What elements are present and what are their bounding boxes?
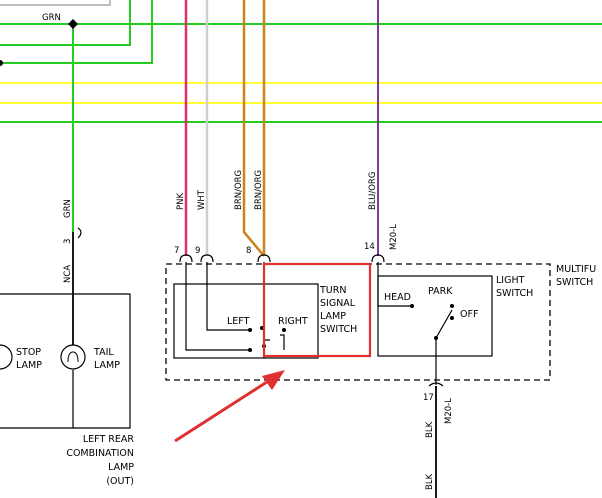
pin-9: 9 — [195, 246, 200, 256]
brn-org-label-2: BRN/ORG — [254, 170, 264, 210]
grn-top-label: GRN — [42, 13, 61, 23]
highlight-box — [262, 262, 372, 358]
green-wire-2 — [0, 0, 131, 46]
red-arrow — [174, 370, 285, 443]
pin-8: 8 — [246, 246, 251, 256]
arrow-head — [262, 370, 285, 390]
turn-switch-label-2: SIGNAL — [320, 298, 356, 309]
connector-8 — [257, 254, 271, 263]
stop-lamp-bulb — [0, 344, 13, 370]
pin-14: 14 — [364, 242, 375, 252]
multifunction-label-2: SWITCH — [556, 277, 593, 288]
gray-frame-wire — [0, 0, 111, 6]
stop-lamp-label-2: LAMP — [16, 360, 42, 371]
top-wires — [0, 0, 602, 123]
pin-3: 3 — [63, 239, 73, 244]
pnk-label: PNK — [176, 193, 186, 210]
blk-label-1: BLK — [425, 421, 435, 438]
left-rear-combination-lamp: STOP LAMP TAIL LAMP LEFT REAR COMBINATIO… — [0, 232, 134, 487]
left-rear-label-1: LEFT REAR — [83, 434, 135, 445]
m20l-top-label: M20-L — [389, 224, 399, 250]
park-label: PARK — [428, 286, 453, 297]
wht-internal-wire — [206, 262, 250, 331]
arrow-shaft — [174, 378, 271, 443]
turn-switch-box — [173, 283, 319, 359]
tail-lamp-label-2: LAMP — [94, 360, 120, 371]
left-label: LEFT — [227, 316, 250, 327]
blu-internal-wire — [377, 262, 412, 307]
turn-switch-label-1: TURN — [319, 285, 346, 296]
multifunction-label-1: MULTIFU — [556, 264, 596, 275]
tail-lamp-label-1: TAIL — [93, 347, 114, 358]
turn-switch-label-4: SWITCH — [320, 324, 357, 335]
turn-signal-switch: LEFT RIGHT TURN SIGNAL LAMP SWITCH — [173, 262, 357, 359]
nca-label: NCA — [63, 265, 73, 283]
right-label: RIGHT — [278, 316, 308, 327]
pin-17: 17 — [423, 393, 434, 403]
grn-left-label: GRN — [63, 199, 73, 218]
connector-9 — [200, 254, 214, 263]
brn-org-label-1: BRN/ORG — [234, 170, 244, 210]
switch-blade — [435, 309, 453, 339]
left-rear-label-2: COMBINATION — [66, 448, 134, 459]
light-switch-label-1: LIGHT — [496, 275, 525, 286]
turn-switch-label-3: LAMP — [320, 311, 346, 322]
left-rear-label-4: (OUT) — [106, 476, 134, 487]
connector-7 — [179, 254, 193, 263]
brn-org-wire-1 — [242, 0, 265, 257]
connector-14 — [371, 254, 385, 263]
connector-3 — [77, 227, 82, 239]
off-label: OFF — [460, 309, 478, 320]
m20l-bottom-label: M20-L — [444, 398, 454, 424]
left-rear-label-3: LAMP — [108, 462, 134, 473]
light-switch-label-2: SWITCH — [496, 288, 533, 299]
green-wire-3 — [0, 0, 153, 64]
light-switch-box — [377, 275, 493, 357]
stop-lamp-label-1: STOP — [16, 347, 41, 358]
head-label: HEAD — [384, 292, 411, 303]
light-switch: HEAD PARK OFF LIGHT SWITCH — [377, 262, 533, 385]
tail-lamp-bulb — [60, 344, 86, 370]
pin-7: 7 — [174, 246, 179, 256]
lamp-box — [0, 293, 131, 429]
wire-junction-left — [0, 60, 3, 66]
blu-org-label: BLU/ORG — [368, 172, 378, 210]
wht-label: WHT — [197, 189, 207, 210]
connector-symbols — [77, 227, 444, 387]
pnk-internal-wire — [185, 262, 250, 351]
blk-label-2: BLK — [425, 473, 435, 490]
grn-junction-diamond — [68, 19, 78, 29]
